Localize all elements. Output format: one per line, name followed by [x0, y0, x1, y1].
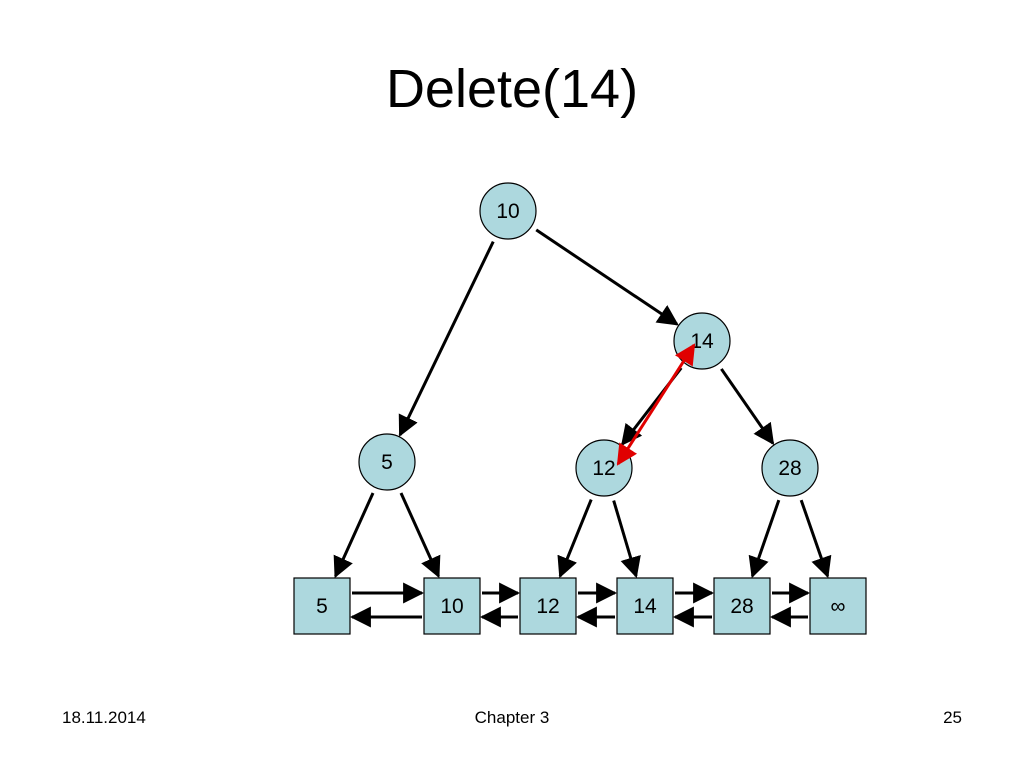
leaf-label-linf: ∞ [831, 595, 846, 618]
tree-edge-n12-l14 [612, 500, 641, 579]
leaf-label-l12: 12 [536, 595, 559, 618]
slide-title: Delete(14) [385, 59, 639, 119]
leaf-label-l28: 28 [730, 595, 753, 618]
leaf-box-l12 [519, 577, 577, 635]
leaf-box-linf [809, 577, 867, 635]
tree-node-label-n28: 28 [778, 457, 801, 480]
leaf-label-l14: 14 [633, 595, 657, 618]
tree-edge-n28-linf [799, 499, 832, 579]
edges-layer [333, 228, 832, 579]
footer-chapter: Chapter 3 [474, 708, 550, 727]
leaf-box-l5 [293, 577, 351, 635]
tree-node-label-n5: 5 [381, 451, 393, 474]
tree-edge-n5-l10 [399, 492, 441, 579]
tree-node-n28 [761, 439, 819, 497]
tree-node-label-n14: 14 [690, 330, 714, 353]
leaf-label-l10: 10 [440, 595, 463, 618]
tree-edge-n12-l12 [557, 498, 593, 579]
tree-node-label-n10: 10 [496, 200, 519, 223]
leaf-box-l28 [713, 577, 771, 635]
tree-edge-n14-n28 [720, 368, 775, 446]
leaf-links-layer [349, 582, 811, 628]
highlight-layer [616, 343, 696, 466]
tree-edge-n5-l5 [333, 492, 375, 579]
tree-node-n10 [479, 182, 537, 240]
tree-edge-n10-n5 [398, 240, 495, 437]
tree-edge-n10-n14 [535, 228, 679, 326]
footer-page-number: 25 [943, 708, 962, 727]
leaf-label-l5: 5 [316, 595, 328, 618]
footer-date: 18.11.2014 [62, 708, 146, 727]
highlight-pointer-arrow [616, 343, 696, 466]
tree-node-n5 [358, 433, 416, 491]
nodes-layer: 10 14 5 12 28 5 10 12 14 28 ∞ [293, 182, 867, 635]
tree-node-label-n12: 12 [592, 457, 615, 480]
leaf-box-l10 [423, 577, 481, 635]
tree-edge-n28-l28 [748, 499, 781, 579]
leaf-box-l14 [616, 577, 674, 635]
